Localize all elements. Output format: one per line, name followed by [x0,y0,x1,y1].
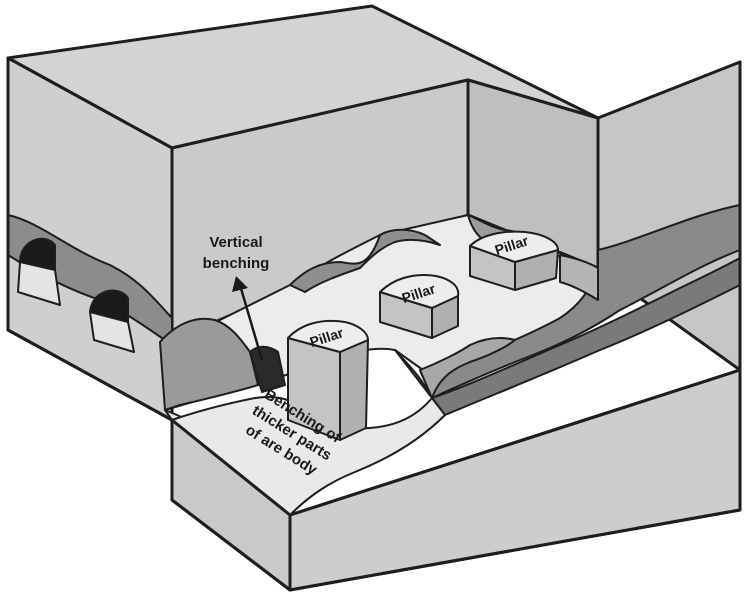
bench-step-right [394,336,516,399]
pillar-middle [379,274,460,339]
vertical-benching-arrow-head [232,276,248,292]
tunnel-lining-2 [89,311,135,353]
pillar-back [469,230,559,291]
vertical-benching-arrow-line [238,284,264,361]
outline-front-edges [6,56,742,517]
ore-seam-right-lower [431,257,741,416]
bench-wall-left [159,317,259,411]
bench-far-right [559,254,599,301]
vertical-benching-line-2: benching [203,255,270,272]
vertical-benching-annotation: Vertical benching [203,234,270,361]
bench-wall-dark [249,345,286,393]
floor-front-slab-top [171,395,446,516]
pillar-front [287,319,369,441]
tunnel-lining-1 [17,261,61,306]
vertical-benching-line-1: Vertical [209,234,262,251]
bench-back-upper [289,228,441,293]
